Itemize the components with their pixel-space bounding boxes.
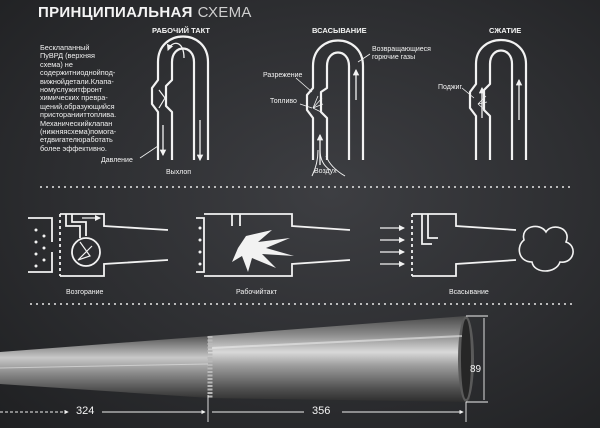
heading-intake: ВСАСЫВАНИЕ [312, 26, 367, 35]
fuel-spray-intake [312, 95, 324, 113]
valve-diagram-intake [411, 213, 517, 277]
valve-diagram-working-stroke [196, 213, 351, 277]
label-vacuum: Разрежение [263, 72, 303, 79]
flow-arrows-working-stroke [139, 42, 204, 162]
label-intake-bottom: Всасывание [449, 289, 489, 296]
ignition-spark-compression [477, 95, 488, 111]
description-text: Бесклапанный ПуВРД (верхняя схема) не со… [40, 43, 117, 153]
engine-diagram-intake [305, 39, 365, 160]
label-working-stroke-bottom: Рабочийтакт [236, 289, 277, 296]
intake-arrows-panel [380, 225, 405, 267]
label-air: Воздух [314, 168, 337, 175]
dimension-lines [0, 315, 488, 422]
label-fuel: Топливо [270, 98, 297, 105]
label-pressure: Давление [101, 157, 133, 164]
dimension-left: 324 [76, 405, 95, 417]
label-ignition-top: Поджиг [438, 84, 463, 91]
heading-compression: СЖАТИЕ [489, 26, 522, 35]
label-exhaust: Выхлоп [166, 169, 192, 176]
title-sub: СХЕМА [197, 4, 252, 21]
explosion-burst-working-stroke [232, 230, 294, 272]
valve-diagram-ignition [28, 213, 169, 277]
flow-arrows-intake [295, 53, 371, 177]
engine-diagram-working-stroke [150, 35, 210, 160]
intake-dots-working-stroke [198, 226, 202, 266]
intake-dots-ignition [34, 228, 46, 268]
engine-diagram-compression [468, 39, 528, 160]
dimension-diameter: 89 [470, 364, 482, 375]
title-main: ПРИНЦИПИАЛЬНАЯ [38, 4, 193, 21]
heading-working-stroke: РАБОЧИЙ ТАКТ [152, 26, 210, 35]
exhaust-cloud-intake [518, 225, 574, 272]
pipe-photo [0, 316, 474, 402]
label-combustion: Возгорание [66, 289, 104, 296]
label-returning-gases: Возвращающиеся горючие газы [372, 46, 431, 61]
dimension-right: 356 [312, 405, 331, 417]
